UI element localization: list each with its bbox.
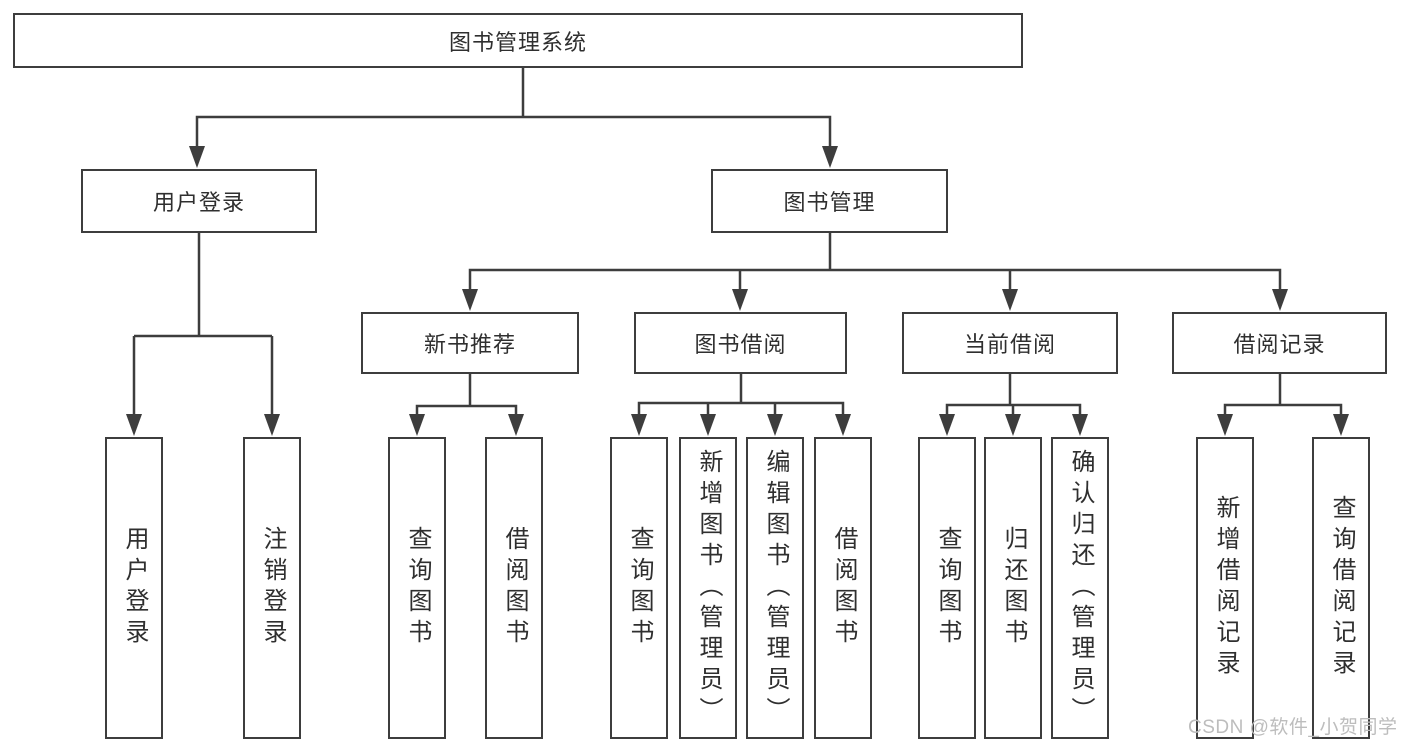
leaf-add-borrow-record: 新增借阅记录 <box>1196 437 1254 739</box>
leaf-label: 新增借阅记录 <box>1212 495 1239 681</box>
leaf-label: 查询图书 <box>404 526 431 650</box>
leaf-add-books-admin: 新增图书（管理员） <box>679 437 737 739</box>
leaf-label: 新增图书（管理员） <box>695 448 722 728</box>
node-book-borrowing: 图书借阅 <box>634 312 847 374</box>
leaf-label: 查询借阅记录 <box>1328 495 1355 681</box>
leaf-label: 编辑图书（管理员） <box>762 448 789 728</box>
edge-borrow-records-to-leaves <box>1217 373 1349 436</box>
node-label: 图书借阅 <box>694 332 787 357</box>
node-user-login: 用户登录 <box>81 169 317 233</box>
leaf-query-books-3: 查询图书 <box>918 437 976 739</box>
leaf-label: 归还图书 <box>1000 526 1027 650</box>
edge-book-mgmt-to-level3 <box>462 233 1288 311</box>
leaf-logout: 注销登录 <box>243 437 301 739</box>
node-borrowing-records: 借阅记录 <box>1172 312 1387 374</box>
leaf-query-borrow-record: 查询借阅记录 <box>1312 437 1370 739</box>
leaf-return-books: 归还图书 <box>984 437 1042 739</box>
node-book-management: 图书管理 <box>711 169 948 233</box>
leaf-label: 用户登录 <box>121 526 148 650</box>
leaf-borrow-books-2: 借阅图书 <box>814 437 872 739</box>
node-label: 图书管理系统 <box>448 29 587 55</box>
node-label: 图书管理 <box>783 190 876 215</box>
node-label: 新书推荐 <box>423 332 516 357</box>
node-current-borrowing: 当前借阅 <box>902 312 1118 374</box>
leaf-label: 借阅图书 <box>501 526 528 650</box>
node-library-system-root: 图书管理系统 <box>13 13 1023 68</box>
leaf-edit-books-admin: 编辑图书（管理员） <box>746 437 804 739</box>
leaf-label: 注销登录 <box>259 526 286 650</box>
node-label: 借阅记录 <box>1233 332 1326 357</box>
edge-book-borrow-to-leaves <box>631 373 851 436</box>
leaf-label: 借阅图书 <box>830 526 857 650</box>
node-label: 当前借阅 <box>963 332 1056 357</box>
leaf-query-books-1: 查询图书 <box>388 437 446 739</box>
edge-root-to-level2 <box>189 68 838 168</box>
leaf-query-books-2: 查询图书 <box>610 437 668 739</box>
leaf-label: 查询图书 <box>626 526 653 650</box>
node-label: 用户登录 <box>152 190 245 215</box>
leaf-confirm-return-admin: 确认归还（管理员） <box>1051 437 1109 739</box>
edge-current-borrow-to-leaves <box>939 373 1088 436</box>
edge-new-book-rec-to-leaves <box>409 373 524 436</box>
leaf-label: 确认归还（管理员） <box>1067 448 1094 728</box>
leaf-label: 查询图书 <box>934 526 961 650</box>
node-new-book-recommend: 新书推荐 <box>361 312 579 374</box>
leaf-user-login: 用户登录 <box>105 437 163 739</box>
edge-user-login-to-leaves <box>126 233 280 436</box>
watermark-text: CSDN @软件_小贺同学 <box>1188 717 1398 738</box>
leaf-borrow-books-1: 借阅图书 <box>485 437 543 739</box>
